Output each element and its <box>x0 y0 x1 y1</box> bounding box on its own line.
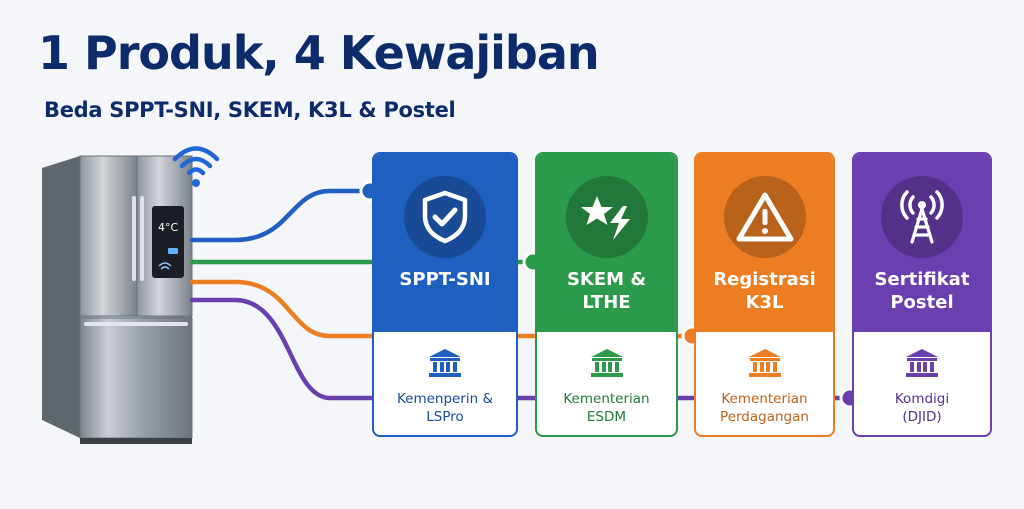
card-authority: Kementerian Perdagangan <box>720 391 809 426</box>
card-footer: Kementerian ESDM <box>537 332 676 435</box>
connector-line-3 <box>189 279 695 339</box>
fridge-temperature: 4°C <box>158 221 178 234</box>
card-title: SKEM & LTHE <box>566 269 647 314</box>
obligation-card-1[interactable]: SPPT-SNI Kemenperin & LSPro <box>372 152 518 437</box>
government-building-icon <box>427 348 463 382</box>
radio-tower-icon <box>881 176 963 258</box>
card-header: Sertifikat Postel <box>854 154 990 332</box>
government-building-icon <box>747 348 783 382</box>
wifi-icon <box>172 146 220 187</box>
star-lightning-icon <box>565 176 648 258</box>
card-title: Sertifikat Postel <box>874 269 970 314</box>
obligation-card-3[interactable]: Registrasi K3L Kementerian Perdagangan <box>694 152 835 437</box>
refrigerator-image <box>42 155 193 444</box>
card-footer: Kementerian Perdagangan <box>696 332 833 435</box>
card-authority: Kemenperin & LSPro <box>396 391 494 426</box>
card-footer: Komdigi (DJID) <box>854 332 990 435</box>
shield-check-icon <box>404 176 486 258</box>
obligation-card-4[interactable]: Sertifikat Postel Komdigi (DJID) <box>852 152 992 437</box>
snowflake-icon <box>168 248 178 254</box>
card-footer: Kemenperin & LSPro <box>374 332 516 435</box>
card-title: Registrasi K3L <box>713 269 816 314</box>
card-header: SPPT-SNI <box>374 154 516 332</box>
card-header: SKEM & LTHE <box>537 154 676 332</box>
card-title: SPPT-SNI <box>399 269 491 290</box>
warning-triangle-icon <box>723 176 806 258</box>
government-building-icon <box>589 348 625 382</box>
connector-line-4 <box>189 297 853 401</box>
page-title: 1 Produk, 4 Kewajiban <box>38 26 600 80</box>
connector-line-1 <box>189 188 373 243</box>
wifi-small-icon <box>158 262 172 270</box>
page-subtitle: Beda SPPT-SNI, SKEM, K3L & Postel <box>44 98 456 122</box>
government-building-icon <box>904 348 940 382</box>
card-header: Registrasi K3L <box>696 154 833 332</box>
obligation-card-2[interactable]: SKEM & LTHE Kementerian ESDM <box>535 152 678 437</box>
card-authority: Kementerian ESDM <box>563 391 650 426</box>
fridge-control-panel <box>152 206 184 278</box>
card-authority: Komdigi (DJID) <box>894 391 950 426</box>
